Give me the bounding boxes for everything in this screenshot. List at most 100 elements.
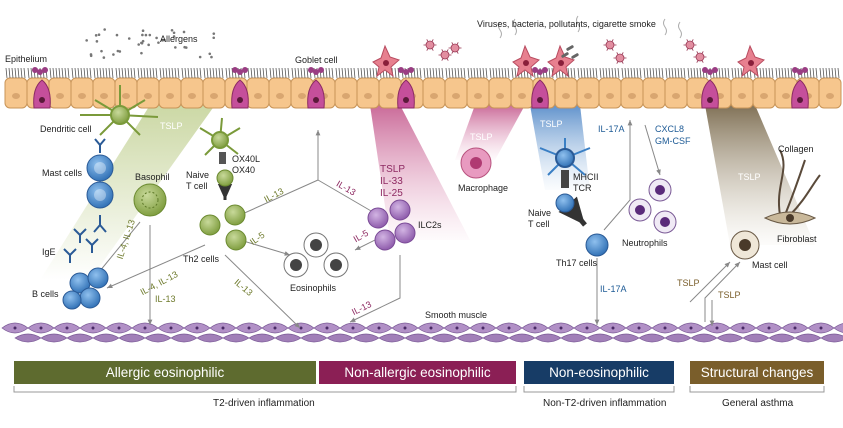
dendritic-cell-icon	[80, 85, 159, 136]
cilium	[275, 67, 278, 79]
label-macrophage: Macrophage	[458, 183, 508, 193]
epithelial-nucleus	[694, 93, 702, 99]
cilium	[718, 67, 721, 79]
goblet-cell	[701, 79, 719, 109]
muscle-nucleus	[533, 326, 537, 330]
muscle-nucleus	[455, 326, 459, 330]
label-ox40l: OX40L	[232, 154, 260, 164]
cyto-tslp-allergic: TSLP	[160, 121, 183, 131]
epithelial-nucleus	[254, 93, 262, 99]
goblet-nucleus	[313, 97, 319, 103]
label-collagen: Collagen	[778, 144, 814, 154]
cilium	[548, 67, 551, 79]
muscle-cell	[742, 333, 770, 343]
muscle-cell	[170, 333, 198, 343]
collagen-icon	[778, 149, 821, 216]
cilium	[504, 67, 507, 79]
allergen-particle	[155, 36, 158, 40]
cilium	[580, 67, 583, 79]
virus-particle	[695, 52, 705, 62]
cilium	[111, 67, 114, 79]
cilium	[300, 67, 303, 79]
muscle-cell	[534, 333, 562, 343]
arrow-th2-muscle	[224, 254, 301, 329]
cilium	[177, 67, 180, 79]
muscle-nucleus	[377, 326, 381, 330]
macrophage-icon	[460, 147, 492, 179]
virus-spike	[686, 48, 689, 51]
cilium	[485, 67, 488, 79]
eosinophils-icon	[283, 232, 349, 278]
allergen-particle	[112, 53, 115, 56]
allergic-tslp-wedge	[40, 105, 215, 280]
muscle-nucleus	[325, 326, 329, 330]
cilium	[476, 67, 479, 79]
epithelial-nucleus	[100, 93, 108, 99]
arrow-basophil-bcells	[94, 221, 141, 278]
mucus-granule	[802, 67, 808, 73]
muscle-nucleus	[793, 326, 797, 330]
cilium	[14, 67, 17, 79]
cilium	[624, 67, 627, 79]
allergen-particle	[174, 46, 177, 49]
cilium	[174, 67, 177, 79]
cilium	[155, 67, 158, 79]
virus-spike	[701, 60, 704, 63]
cilium	[467, 67, 470, 79]
cilium	[696, 67, 699, 79]
epithelial-nucleus	[430, 93, 438, 99]
category-allergic-eosinophilic: Allergic eosinophilic	[14, 361, 316, 384]
cilium	[457, 67, 460, 79]
cilium	[294, 67, 297, 79]
cilium	[438, 67, 441, 79]
cilium	[152, 67, 155, 79]
smoke-wisp	[498, 21, 502, 39]
cilium	[652, 67, 655, 79]
arrow-th2-eos	[239, 239, 291, 256]
cilium	[668, 67, 671, 79]
cilium	[630, 67, 633, 79]
virus-spike	[616, 52, 619, 55]
cyto-gmcsf: GM-CSF	[655, 136, 691, 146]
virus-spike	[696, 60, 699, 63]
naive-t-cell-2-icon	[555, 193, 575, 213]
allergen-particle	[116, 49, 120, 53]
epithelial-nucleus	[144, 93, 152, 99]
cilium	[683, 67, 686, 79]
cyto-il13-th2-up: IL-13	[262, 186, 285, 204]
cilium	[215, 67, 218, 79]
cilium	[570, 67, 573, 79]
smoke-wisp	[663, 18, 667, 36]
allergen-particle	[210, 55, 213, 59]
muscle-cell	[560, 333, 588, 343]
cilium	[221, 67, 224, 79]
cilium	[281, 67, 284, 79]
cyto-tslp-struct: TSLP	[738, 172, 761, 182]
cilium	[819, 67, 822, 79]
virus-spike	[701, 51, 704, 54]
cilium	[325, 67, 328, 79]
cilium	[592, 67, 595, 79]
cilium	[228, 67, 231, 79]
cilium	[360, 67, 363, 79]
epithelial-nucleus	[474, 93, 482, 99]
label-goblet-cell: Goblet cell	[295, 55, 338, 65]
label-mast-cells: Mast cells	[42, 168, 83, 178]
damaged-cell-nucleus	[558, 60, 564, 66]
allergen-particle	[183, 45, 186, 49]
allergen-particle	[172, 35, 176, 38]
muscle-nucleus	[195, 326, 199, 330]
virus-spike	[686, 39, 689, 42]
cilium	[416, 67, 419, 79]
mucus-granule	[403, 69, 409, 75]
cilium	[96, 67, 99, 79]
pathway-arrows	[94, 120, 741, 329]
cilium	[347, 67, 350, 79]
ige-antibody-icon	[63, 138, 107, 263]
cilium	[602, 67, 605, 79]
cilium	[253, 67, 256, 79]
cyto-tslp-macro: TSLP	[470, 132, 493, 142]
virus-spike	[426, 48, 429, 51]
cilium	[341, 67, 344, 79]
goblet-cell	[791, 79, 809, 109]
